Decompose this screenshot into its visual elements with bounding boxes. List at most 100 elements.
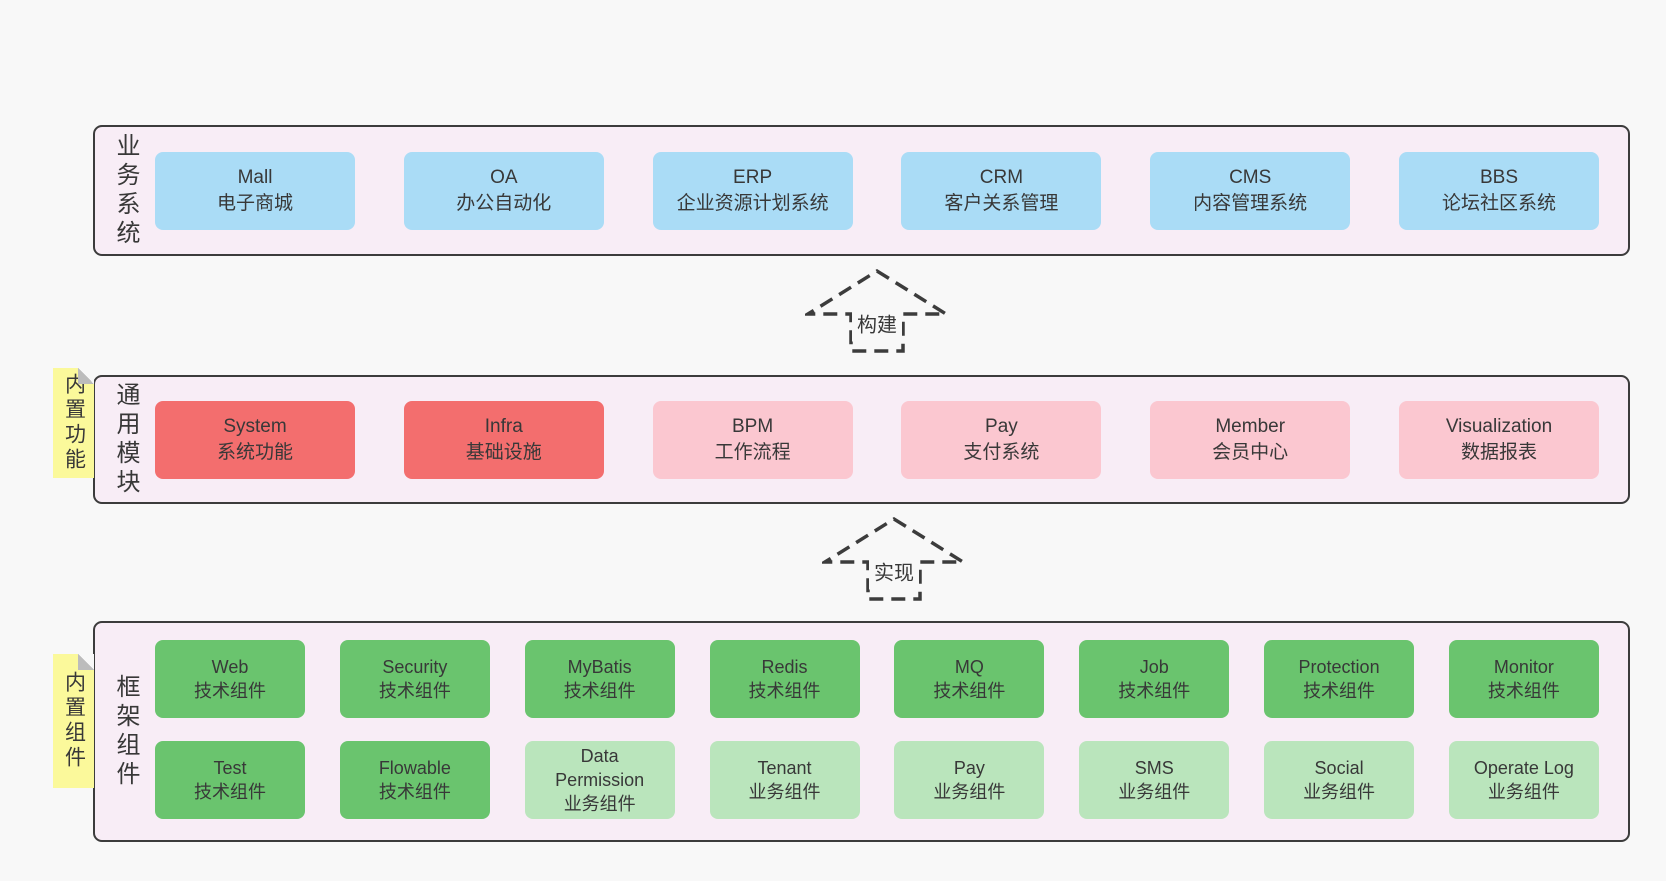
note-built-in-components: 内置组件 [53,654,94,788]
box-title: BBS [1479,166,1518,188]
box-title: Redis [761,657,808,677]
box-member: Member 会员中心 [1150,400,1351,479]
arrow-build-label: 构建 [852,304,902,342]
box-title: Test [213,758,247,778]
box-oa: OA 办公自动化 [403,151,604,230]
box-title: Monitor [1493,657,1554,677]
box-title: Member [1215,415,1286,437]
box-crm: CRM 客户关系管理 [901,151,1102,230]
box-title: Operate Log [1473,758,1574,778]
box-subtitle: 工作流程 [714,441,791,463]
box-mall: Mall 电子商城 [155,151,355,230]
box-title: Job [1139,657,1169,677]
box-title: Data Permission [555,746,645,790]
box-subtitle: 技术组件 [933,681,1006,701]
box-subtitle: 技术组件 [194,782,266,802]
box-pay-system: Pay 支付系统 [901,400,1102,479]
box-subtitle: 技术组件 [1487,681,1560,701]
box-bpm: BPM 工作流程 [652,400,853,479]
box-title: Tenant [757,758,812,778]
layer-common-modules: 通用模块 System 系统功能 Infra 基础设施 BPM 工作流程 Pay… [93,375,1630,504]
box-system: System 系统功能 [155,400,355,479]
box-cms: CMS 内容管理系统 [1150,151,1351,230]
framework-components-box-grid: Web 技术组件 Security 技术组件 MyBatis 技术组件 Redi… [155,640,1599,819]
box-subtitle: 客户关系管理 [944,192,1059,214]
layer-framework-components: 框架组件 Web 技术组件 Security 技术组件 MyBatis 技术组件… [93,621,1630,842]
box-subtitle: 系统功能 [216,441,293,463]
box-infra: Infra 基础设施 [403,400,604,479]
note-label: 内置组件 [62,671,86,771]
box-web: Web 技术组件 [155,640,305,718]
box-sms: SMS 业务组件 [1079,741,1230,819]
box-title: Protection [1298,657,1380,677]
box-pay-component: Pay 业务组件 [894,741,1045,819]
arrow-implement: 实现 [822,516,966,602]
box-title: MyBatis [567,657,632,677]
box-monitor: Monitor 技术组件 [1448,640,1599,718]
box-title: SMS [1134,758,1174,778]
box-subtitle: 技术组件 [563,681,636,701]
box-flowable: Flowable 技术组件 [339,741,490,819]
box-title: System [223,415,287,437]
box-subtitle: 办公自动化 [456,192,552,214]
box-security: Security 技术组件 [339,640,490,718]
box-subtitle: 基础设施 [465,441,542,463]
box-bbs: BBS 论坛社区系统 [1398,151,1599,230]
box-title: Mall [237,166,273,188]
box-title: Infra [484,415,523,437]
box-title: Web [211,657,249,677]
layer-business-systems: 业务系统 Mall 电子商城 OA 办公自动化 ERP 企业资源计划系统 CRM… [93,125,1630,256]
box-title: ERP [733,166,773,188]
box-subtitle: 技术组件 [378,782,451,802]
box-subtitle: 支付系统 [963,441,1040,463]
box-title: Flowable [378,758,451,778]
box-subtitle: 业务组件 [1487,782,1560,802]
box-mq: MQ 技术组件 [894,640,1045,718]
box-subtitle: 业务组件 [748,782,821,802]
box-data-permission: Data Permission 业务组件 [524,741,675,819]
block-arrow-up-icon [822,516,966,601]
box-subtitle: 技术组件 [194,681,266,701]
box-title: Security [382,657,448,677]
box-title: Visualization [1445,415,1553,437]
folded-corner-icon [78,368,94,384]
common-modules-box-row: System 系统功能 Infra 基础设施 BPM 工作流程 Pay 支付系统… [155,377,1599,502]
layer-label-framework-components: 框架组件 [112,673,139,790]
box-subtitle: 技术组件 [1303,681,1376,701]
box-erp: ERP 企业资源计划系统 [652,151,853,230]
box-subtitle: 论坛社区系统 [1441,192,1556,214]
box-subtitle: 业务组件 [1118,782,1191,802]
box-subtitle: 技术组件 [1118,681,1191,701]
box-protection: Protection 技术组件 [1264,640,1415,718]
box-title: Pay [953,758,985,778]
box-test: Test 技术组件 [155,741,305,819]
box-visualization: Visualization 数据报表 [1398,400,1599,479]
box-subtitle: 技术组件 [378,681,451,701]
box-title: Pay [985,415,1018,437]
box-tenant: Tenant 业务组件 [709,741,860,819]
layer-label-business-systems: 业务系统 [112,132,139,249]
folded-corner-icon [78,654,94,670]
box-title: BPM [732,415,774,437]
box-subtitle: 企业资源计划系统 [676,192,829,214]
business-systems-box-row: Mall 电子商城 OA 办公自动化 ERP 企业资源计划系统 CRM 客户关系… [155,127,1599,254]
box-subtitle: 业务组件 [1303,782,1376,802]
box-title: CMS [1229,166,1272,188]
box-mybatis: MyBatis 技术组件 [524,640,675,718]
box-subtitle: 业务组件 [563,794,636,814]
box-title: Social [1314,758,1364,778]
arrow-implement-label: 实现 [869,552,919,590]
box-subtitle: 业务组件 [933,782,1006,802]
block-arrow-up-icon [805,268,949,353]
box-social: Social 业务组件 [1264,741,1415,819]
box-subtitle: 技术组件 [748,681,821,701]
box-operate-log: Operate Log 业务组件 [1448,741,1599,819]
arrow-build: 构建 [805,268,949,354]
box-subtitle: 内容管理系统 [1193,192,1308,214]
box-redis: Redis 技术组件 [709,640,860,718]
note-label: 内置功能 [62,373,86,473]
box-title: MQ [954,657,984,677]
box-subtitle: 电子商城 [216,192,293,214]
box-title: CRM [979,166,1024,188]
layer-label-common-modules: 通用模块 [112,381,139,498]
